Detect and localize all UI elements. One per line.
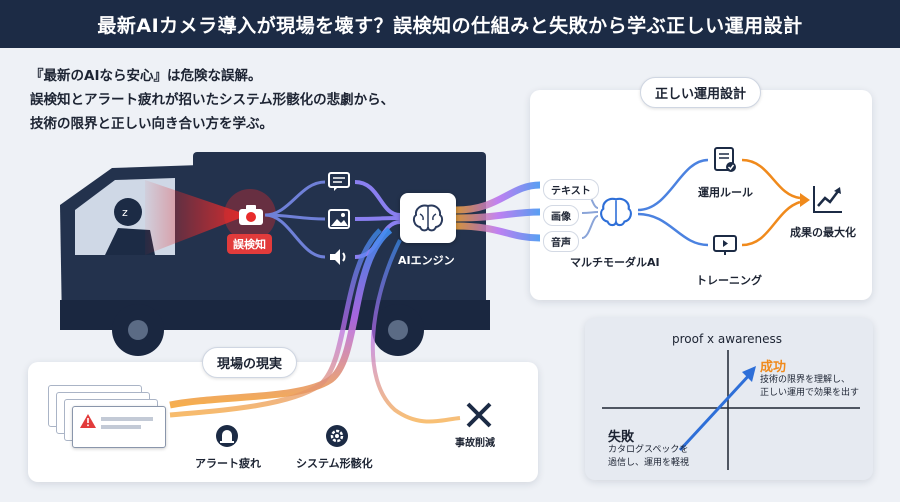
rules-icon bbox=[710, 144, 740, 176]
matrix-arrow bbox=[678, 370, 754, 452]
success-description: 技術の限界を理解し、 正しい運用で効果を出す bbox=[760, 374, 859, 400]
training-label: トレーニング bbox=[696, 274, 762, 287]
fail-line-2: 過信し、運用を軽視 bbox=[608, 458, 690, 468]
design-heading: 正しい運用設計 bbox=[640, 77, 762, 108]
false-detection-tag: 誤検知 bbox=[227, 234, 272, 254]
ai-engine-label: AIエンジン bbox=[398, 254, 455, 267]
ai-engine-box bbox=[400, 193, 456, 243]
matrix-title: proof x awareness bbox=[672, 332, 782, 346]
fail-label: 失敗 bbox=[608, 430, 635, 445]
growth-chart-icon bbox=[810, 182, 846, 216]
fail-description: カタログスペックを 過信し、運用を軽視 bbox=[608, 444, 689, 470]
intro-line-2: 誤検知とアラート疲れが招いたシステム形骸化の悲劇から、 bbox=[30, 92, 395, 108]
camera-icon bbox=[236, 200, 266, 230]
warning-icon bbox=[80, 414, 96, 428]
brain-icon bbox=[412, 204, 444, 232]
reality-heading: 現場の現実 bbox=[202, 347, 298, 378]
page-title: 最新AIカメラ導入が現場を壊す？誤検知の仕組みと失敗から学ぶ正しい運用設計 bbox=[97, 14, 803, 37]
multimodal-label: マルチモーダルAI bbox=[570, 256, 660, 269]
rules-label: 運用ルール bbox=[698, 186, 753, 199]
intro-text: 『最新のAIなら安心』は危険な誤解。 誤検知とアラート疲れが招いたシステム形骸化… bbox=[30, 64, 460, 136]
training-icon bbox=[710, 230, 740, 260]
accident-x-icon bbox=[466, 402, 492, 428]
multimodal-brain-icon bbox=[594, 192, 638, 232]
title-bar: 最新AIカメラ導入が現場を壊す？誤検知の仕組みと失敗から学ぶ正しい運用設計 bbox=[0, 0, 900, 48]
gear-icon bbox=[322, 422, 352, 450]
alert-cards bbox=[48, 385, 168, 455]
siren-icon bbox=[212, 422, 242, 450]
input-image: 画像 bbox=[543, 205, 579, 226]
chat-icon bbox=[326, 170, 352, 194]
accident-label: 事故削減 bbox=[455, 438, 495, 449]
alert-fatigue-label: アラート疲れ bbox=[195, 457, 261, 470]
driver-icon bbox=[114, 198, 142, 226]
result-label: 成果の最大化 bbox=[790, 226, 856, 239]
success-label: 成功 bbox=[760, 360, 787, 375]
speaker-icon bbox=[326, 245, 352, 269]
system-label: システム形骸化 bbox=[296, 457, 373, 470]
svg-text:z: z bbox=[122, 206, 128, 219]
intro-line-3: 技術の限界と正しい向き合い方を学ぶ。 bbox=[30, 116, 273, 132]
fail-line-1: カタログスペックを bbox=[608, 445, 689, 455]
image-icon bbox=[326, 207, 352, 231]
success-line-2: 正しい運用で効果を出す bbox=[760, 388, 860, 398]
intro-line-1: 『最新のAIなら安心』は危険な誤解。 bbox=[30, 68, 262, 84]
camera-beam bbox=[145, 180, 248, 255]
input-audio: 音声 bbox=[543, 231, 579, 252]
success-line-1: 技術の限界を理解し、 bbox=[760, 375, 851, 385]
input-text: テキスト bbox=[543, 179, 599, 200]
